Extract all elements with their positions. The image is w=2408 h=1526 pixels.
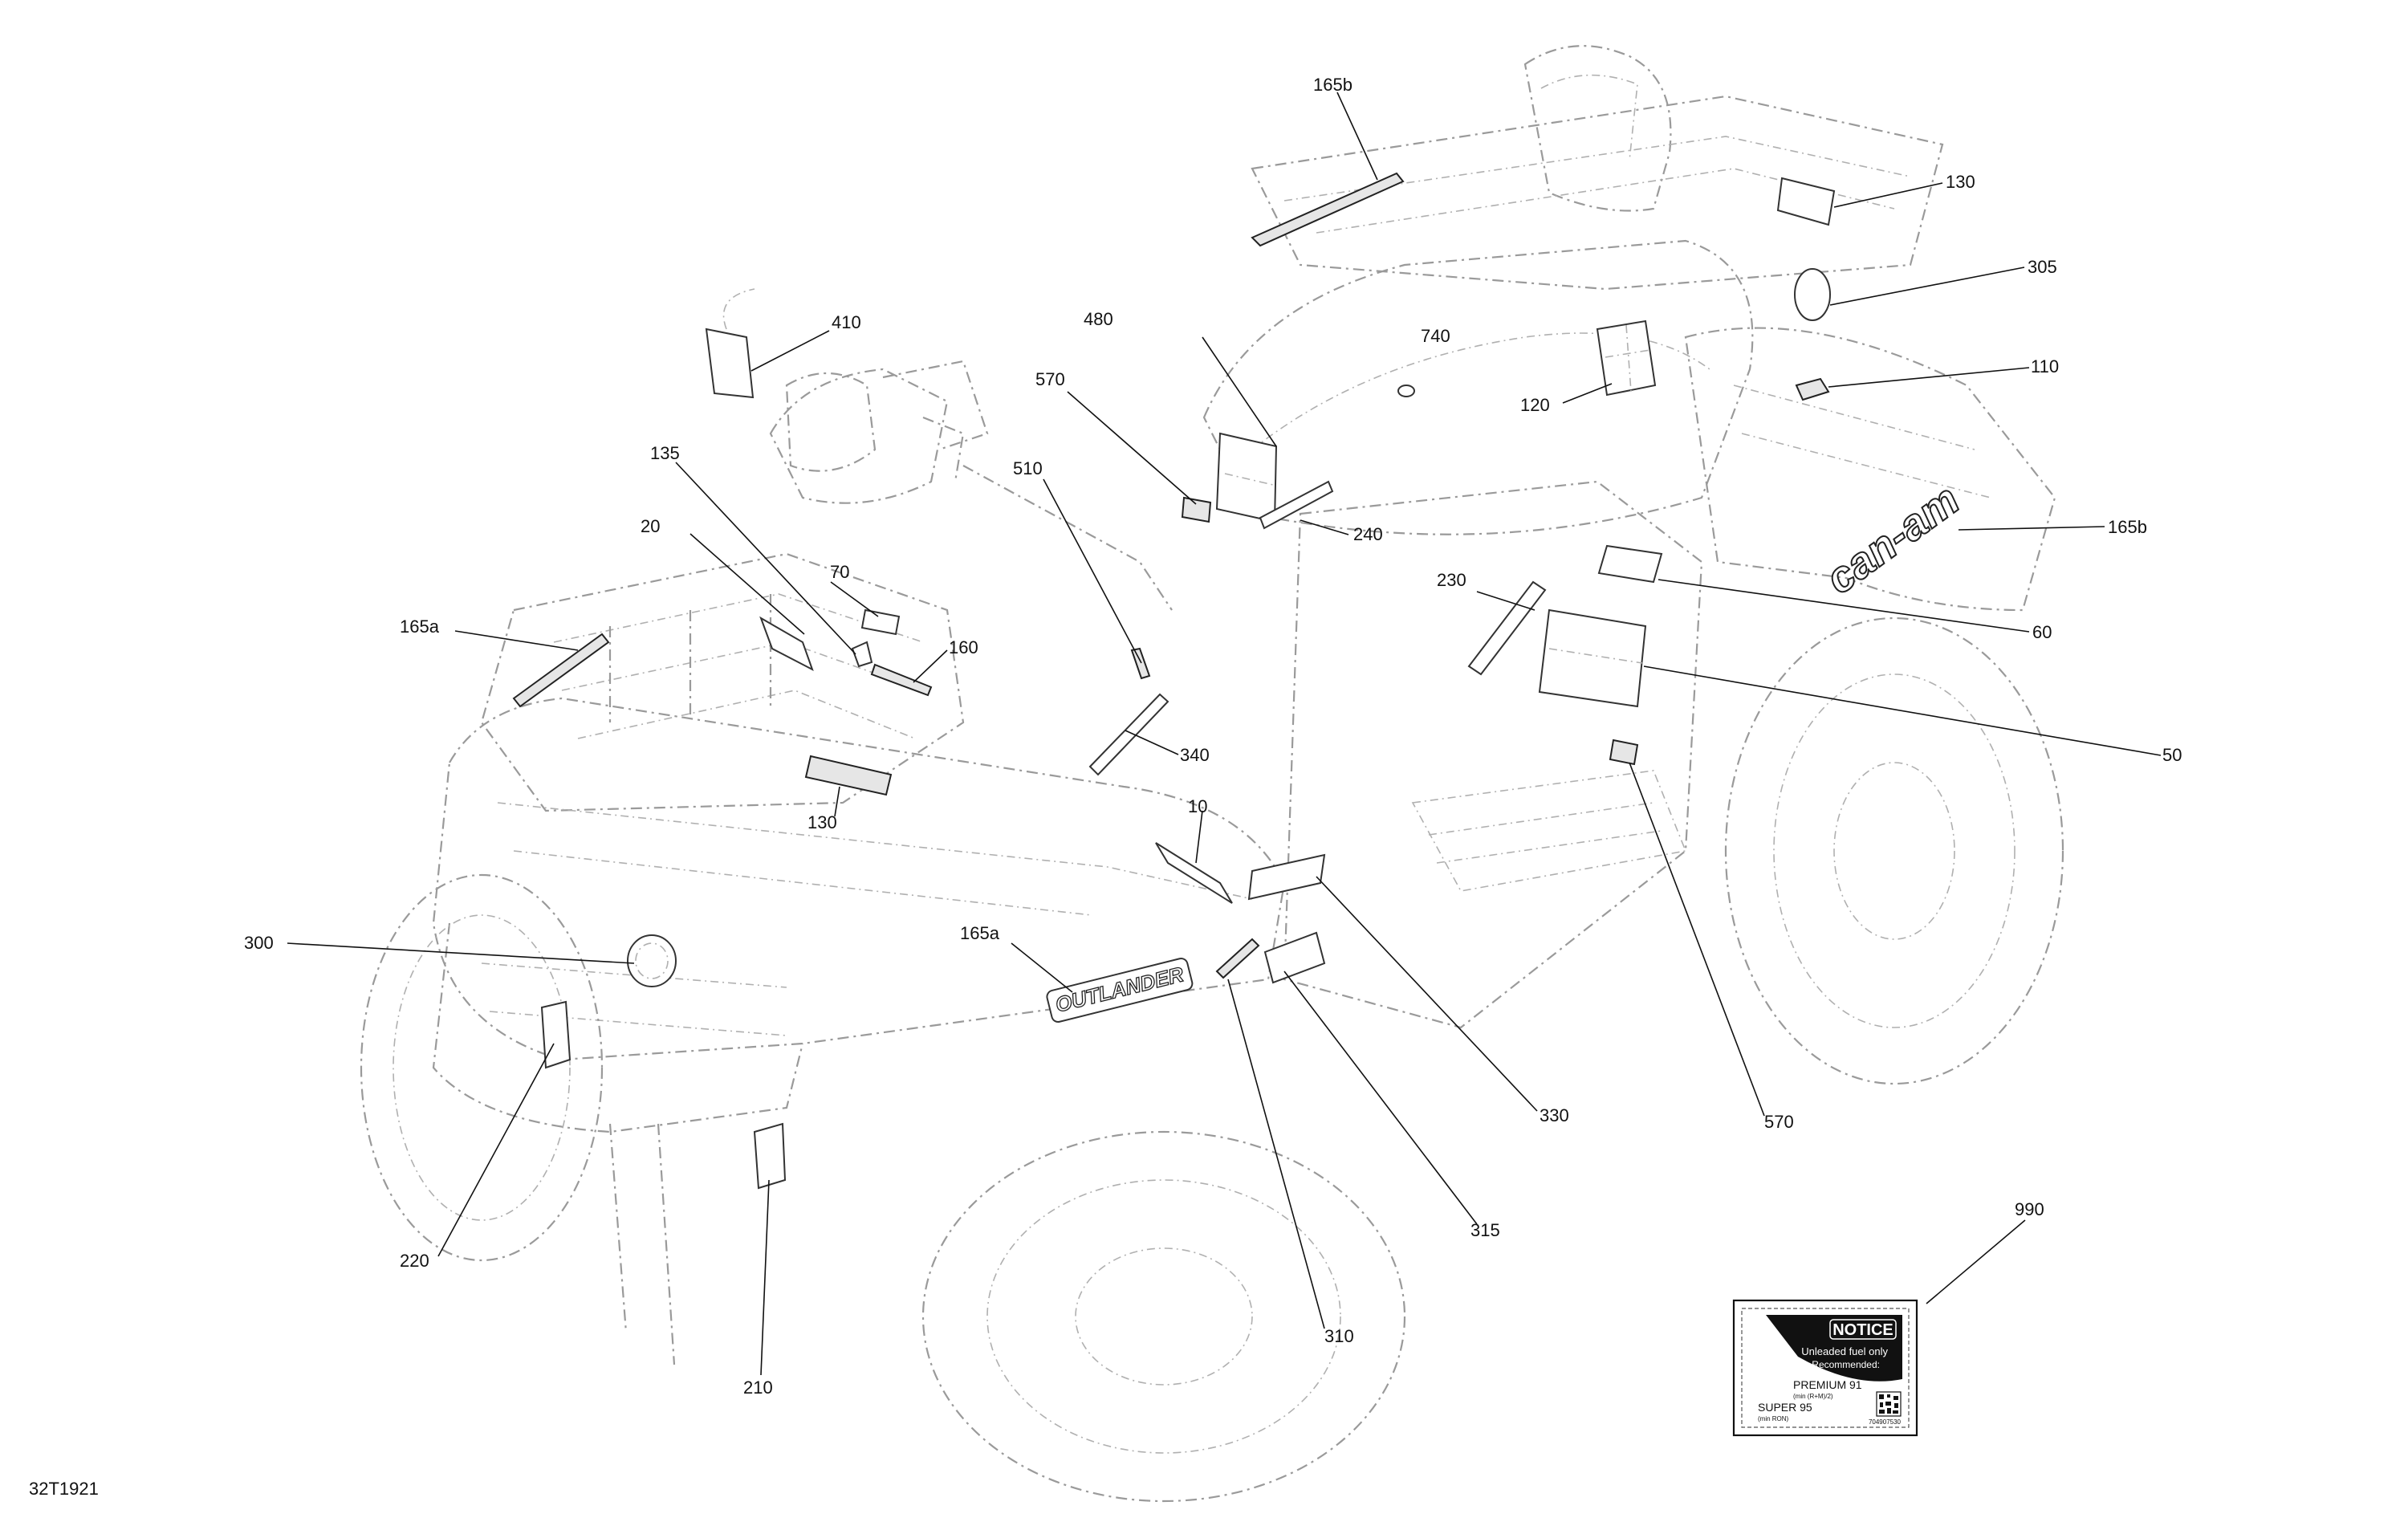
callout-990: 990 (2015, 1199, 2044, 1219)
callout-570-lower: 570 (1764, 1112, 1794, 1132)
decal-220 (540, 1000, 571, 1069)
decal-120 (1596, 319, 1657, 397)
callout-310: 310 (1324, 1326, 1354, 1346)
callout-300: 300 (244, 933, 274, 953)
decal-130-rear (1776, 177, 1836, 226)
callout-120: 120 (1520, 395, 1550, 415)
brand-decal-text: can-am (1817, 475, 1968, 604)
decal-240 (1259, 480, 1334, 530)
callout-165b-side: 165b (2108, 517, 2147, 537)
callout-110: 110 (2031, 356, 2059, 376)
notice-part-no: 704907530 (1869, 1418, 1902, 1426)
decal-60 (1597, 544, 1663, 584)
callout-labels: 165b 130 305 410 740 480 110 120 570 135… (244, 75, 2182, 1398)
decal-410 (705, 328, 755, 399)
callout-135: 135 (650, 443, 680, 463)
callout-340: 340 (1180, 745, 1210, 765)
callout-60: 60 (2032, 622, 2052, 642)
notice-title: NOTICE (1832, 1321, 1893, 1339)
notice-super-sub: (min RON) (1758, 1415, 1789, 1422)
decal-340 (1088, 693, 1169, 776)
vehicle-outline (360, 45, 2064, 1503)
callout-570-upper: 570 (1035, 369, 1065, 389)
decal-50 (1538, 608, 1647, 708)
decal-330 (1247, 853, 1326, 901)
callout-165a-hood: 165a (400, 617, 440, 637)
decal-480 (1215, 432, 1278, 523)
callout-10: 10 (1188, 796, 1207, 816)
decal-230 (1467, 580, 1547, 676)
callout-510: 510 (1013, 458, 1043, 478)
decal-10 (1155, 842, 1233, 904)
decal-165a-hood (512, 633, 610, 708)
decal-315 (1263, 931, 1326, 984)
notice-premium: PREMIUM 91 (1793, 1378, 1862, 1391)
callout-165b-top: 165b (1313, 75, 1352, 95)
callout-165a-side: 165a (960, 923, 1000, 943)
notice-inner-frame (1741, 1308, 1910, 1428)
vehicle-decals (512, 172, 1836, 1190)
callout-410: 410 (832, 312, 861, 332)
callout-230: 230 (1437, 570, 1466, 590)
callout-740: 740 (1421, 326, 1450, 346)
decal-300 (627, 934, 677, 987)
outlander-decal-frame (1046, 958, 1194, 1023)
decal-510 (1130, 647, 1151, 680)
decal-110 (1795, 377, 1830, 401)
decal-135 (851, 641, 873, 668)
callout-20: 20 (641, 516, 660, 536)
notice-line2: Recommended: (1812, 1359, 1880, 1370)
notice-datamatrix-icon (1876, 1391, 1902, 1417)
diagram-code: 32T1921 (29, 1479, 99, 1499)
decal-20 (759, 616, 814, 672)
callout-130-rear: 130 (1946, 172, 1975, 192)
callout-160: 160 (949, 637, 978, 657)
outlander-decal-text: OUTLANDER (1053, 962, 1186, 1017)
leader-lines (287, 92, 2162, 1376)
decal-305 (1794, 268, 1831, 321)
notice-line1: Unleaded fuel only (1801, 1345, 1888, 1357)
decal-160 (870, 663, 933, 697)
callout-480: 480 (1084, 309, 1113, 329)
notice-decal-990: NOTICE Unleaded fuel only Recommended: P… (1732, 1299, 1918, 1437)
callout-50: 50 (2162, 745, 2182, 765)
decal-130-front (804, 755, 893, 796)
notice-title-badge (1829, 1319, 1897, 1340)
callout-130-front: 130 (807, 812, 837, 832)
callout-315: 315 (1470, 1220, 1500, 1240)
decal-570-lower (1609, 739, 1639, 766)
decal-310 (1215, 938, 1260, 979)
callout-240: 240 (1353, 524, 1383, 544)
callout-330: 330 (1540, 1105, 1569, 1125)
decal-210 (753, 1122, 787, 1190)
callout-305: 305 (2028, 257, 2057, 277)
notice-premium-sub: (min (R+M)/2) (1793, 1393, 1833, 1400)
decal-740 (1397, 385, 1415, 397)
decal-165b-rack (1251, 172, 1405, 247)
callout-210: 210 (743, 1377, 773, 1398)
callout-70: 70 (830, 562, 849, 582)
callout-220: 220 (400, 1251, 429, 1271)
decal-70 (860, 608, 901, 636)
decal-570-upper (1181, 496, 1212, 523)
notice-super: SUPER 95 (1758, 1401, 1812, 1414)
